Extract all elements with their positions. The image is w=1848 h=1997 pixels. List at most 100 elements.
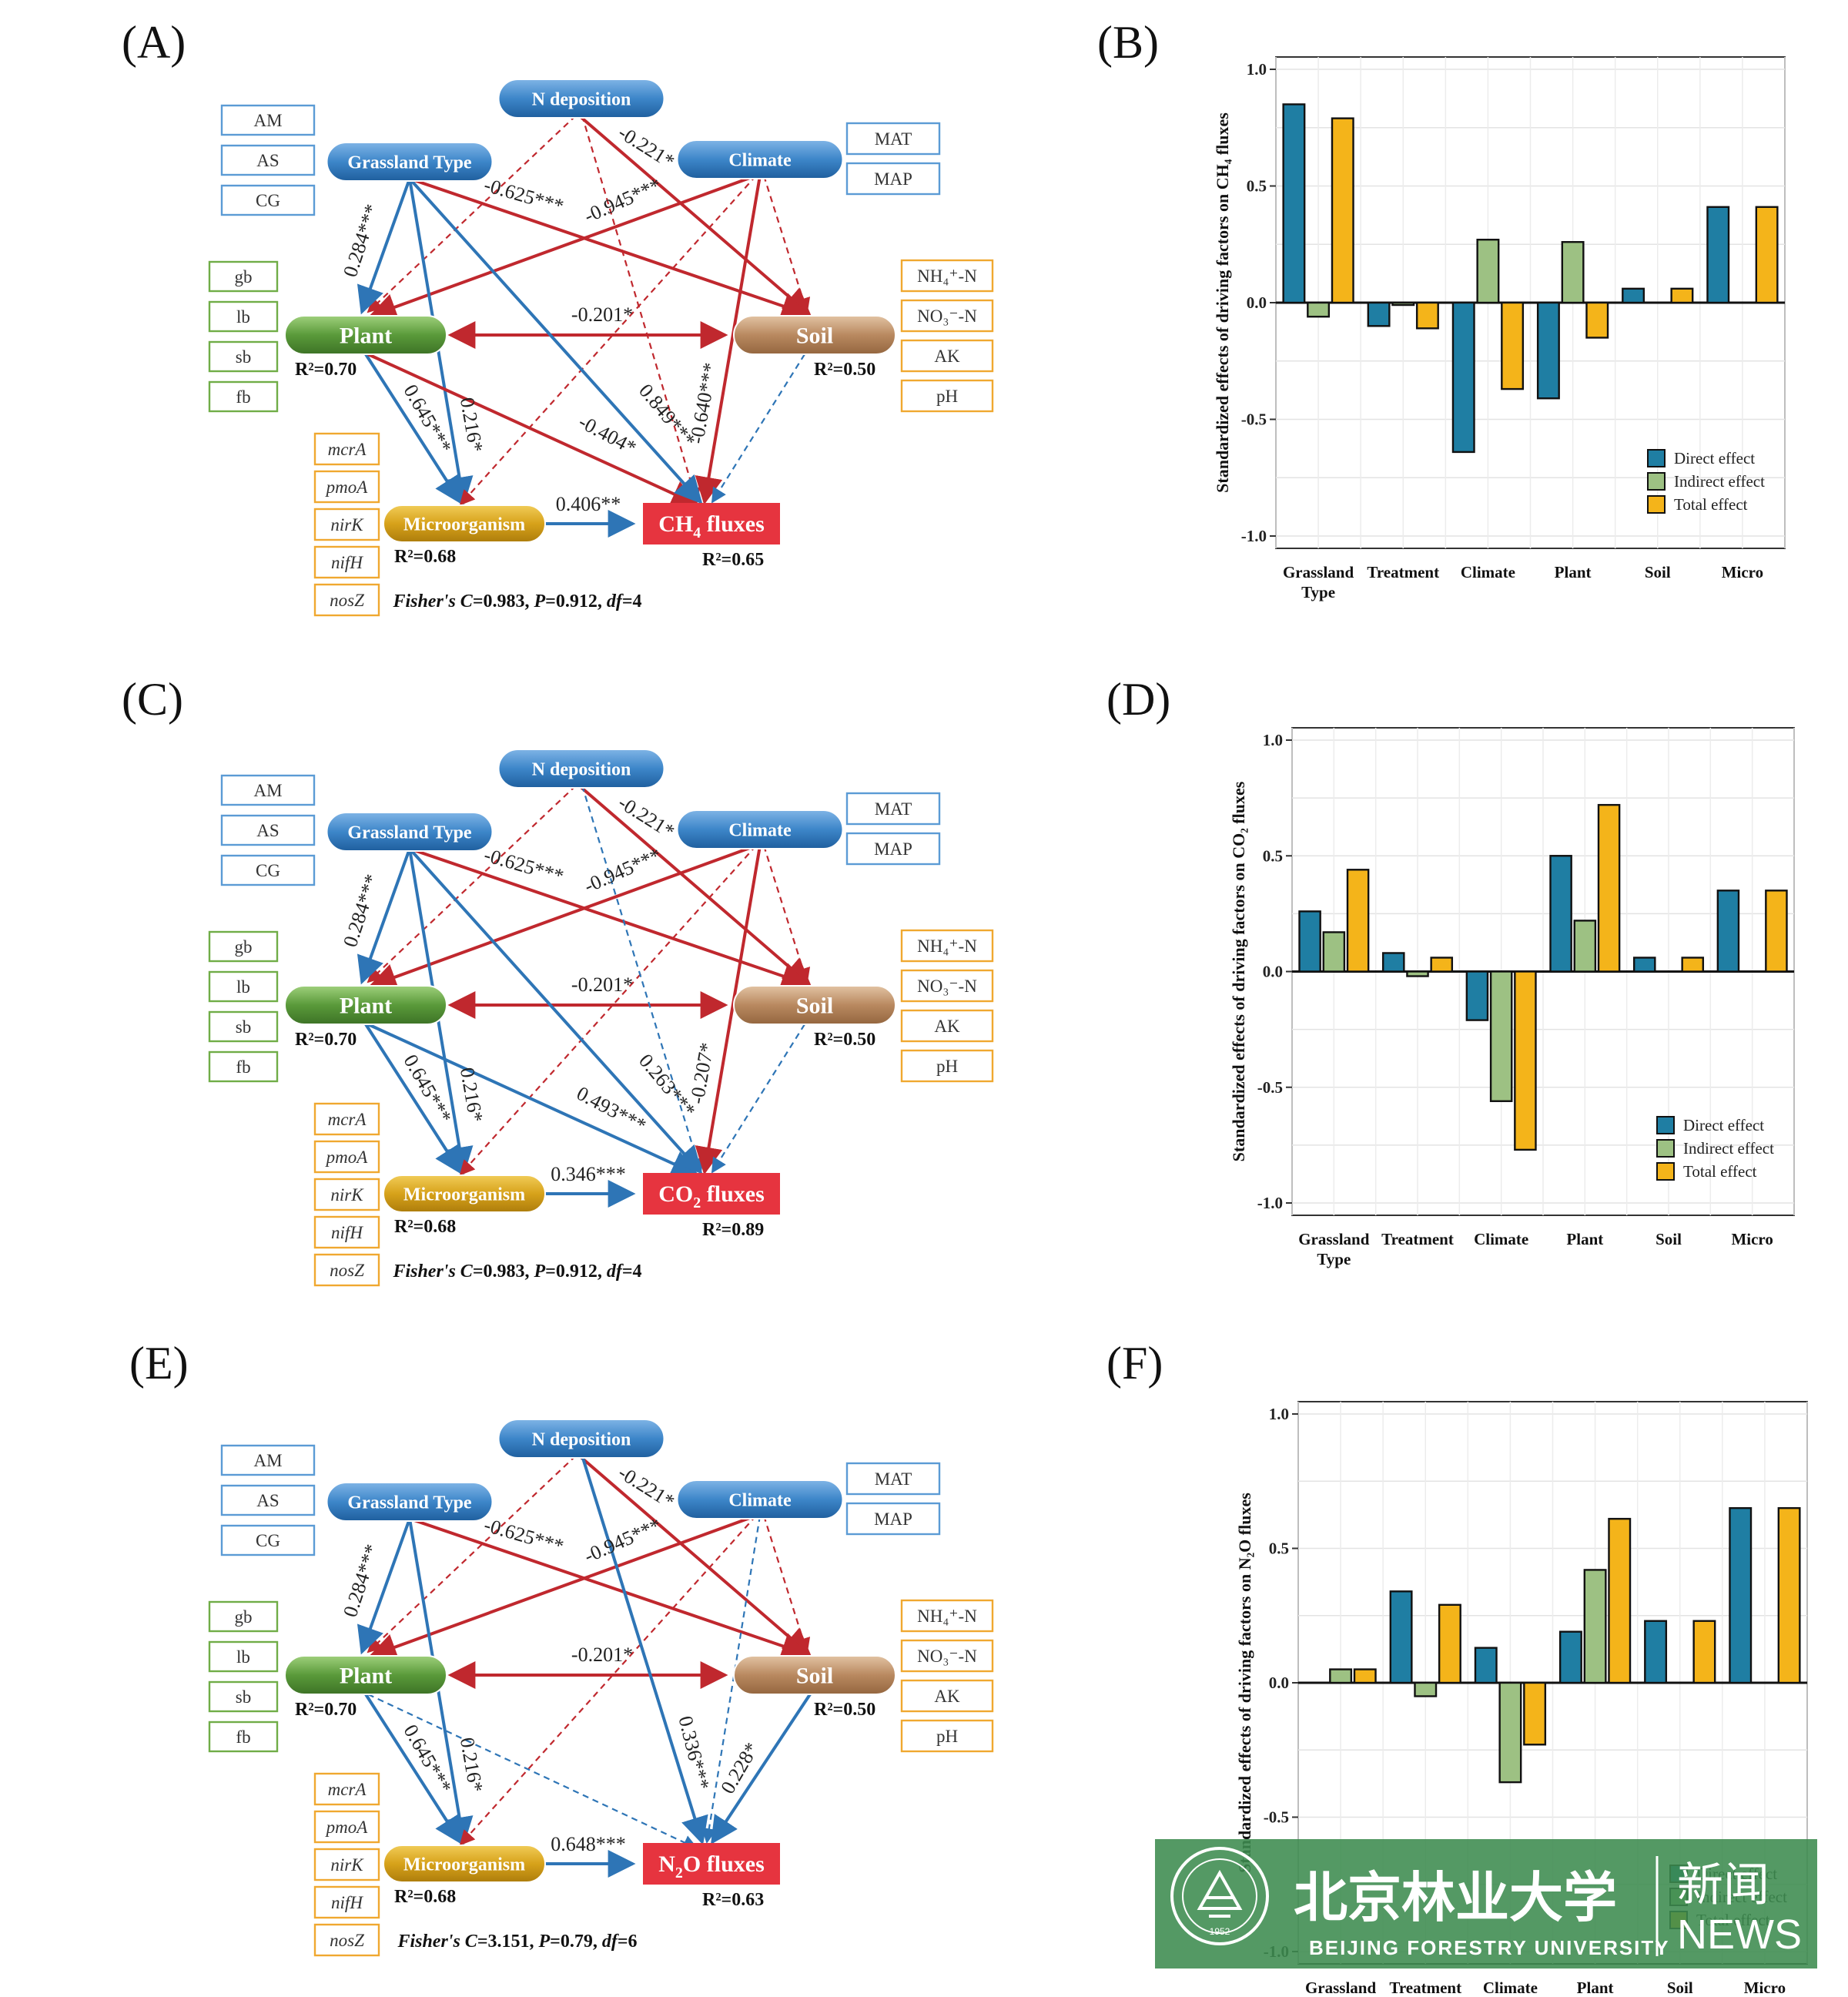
path-ndep-soil: [578, 114, 812, 317]
x-tick-label: Soil: [1645, 563, 1671, 581]
path-gt-plant: [357, 1518, 411, 1655]
coef-gt-micro: 0.216*: [456, 1736, 487, 1794]
node-ndep: [497, 1419, 665, 1459]
node-grassland: [326, 1482, 494, 1522]
x-tick-label: Micro: [1744, 1979, 1786, 1997]
bar-total-effect: [1765, 890, 1788, 973]
box-soil-label: pH: [936, 1727, 958, 1746]
coef-soil-flux: -0.207*: [685, 1041, 718, 1106]
box-climate: [845, 1502, 941, 1536]
node-flux-label: CH4 fluxes: [658, 511, 765, 541]
node-grassland: [326, 812, 494, 852]
r2-micro: R²=0.68: [394, 1217, 456, 1237]
bar-direct-effect: [1451, 301, 1475, 454]
box-grassland-label: AM: [253, 1451, 282, 1470]
x-tick-label: Treatment: [1367, 563, 1439, 581]
path-ndep-flux: [581, 785, 705, 1174]
x-tick-label: Micro: [1722, 563, 1763, 581]
node-climate: [676, 1479, 844, 1520]
box-plant: [208, 260, 279, 293]
coef-plant-soil: -0.201*: [571, 1644, 633, 1666]
bar-direct-effect: [1729, 1506, 1753, 1684]
sem-panel-2: -0.221*-0.625***-0.945***0.284***-0.201*…: [208, 749, 994, 1287]
coef-micro-flux: 0.406**: [556, 493, 621, 515]
node-climate: [676, 139, 844, 179]
box-plant: [208, 1050, 279, 1083]
x-tick-label: Grassland: [1283, 563, 1354, 581]
x-tick-label: Type: [1301, 583, 1335, 601]
sem-panel-1: -0.221*-0.625***-0.945***0.284***-0.201*…: [208, 79, 994, 617]
r2-flux: R²=0.65: [702, 550, 764, 570]
box-soil-label: NO₃⁻-N: [917, 977, 977, 996]
path-gt-plant: [357, 848, 411, 985]
box-climate-label: MAT: [875, 129, 912, 149]
bar-direct-effect: [1622, 287, 1645, 304]
coef-gt-micro: 0.216*: [456, 1066, 487, 1124]
path-climate-flux: [695, 845, 762, 1175]
node-climate: [676, 809, 844, 849]
legend-swatch: [1656, 1162, 1675, 1181]
watermark: 1952北京林业大学新闻NEWSBEIJING FORESTRY UNIVERS…: [1155, 1839, 1817, 1969]
box-micro: [313, 545, 380, 579]
box-plant-label: sb: [236, 1687, 251, 1707]
bar-total-effect: [1331, 117, 1354, 304]
news-tag-en: NEWS: [1677, 1912, 1802, 1958]
box-climate: [845, 162, 941, 196]
box-micro: [313, 1810, 380, 1844]
box-plant-label: lb: [236, 977, 250, 997]
legend-label: Direct effect: [1674, 449, 1755, 467]
coef-ndep-climate: -0.221*: [614, 791, 678, 843]
x-tick-label: Plant: [1555, 563, 1592, 581]
bar-total-effect: [1523, 1681, 1547, 1746]
path-ndep-soil: [578, 784, 812, 987]
x-tick-label: Climate: [1474, 1230, 1528, 1248]
box-micro: [313, 1253, 380, 1287]
box-soil-label: NH₄⁺-N: [917, 937, 977, 956]
box-soil: [900, 1009, 994, 1043]
x-tick-label: Type: [1317, 1250, 1351, 1268]
box-micro: [313, 1772, 380, 1806]
box-plant: [208, 970, 279, 1003]
node-grassland: [326, 142, 494, 182]
bar-indirect-effect: [1583, 1569, 1607, 1684]
box-micro: [313, 1923, 380, 1957]
coef-plant-soil: -0.201*: [571, 973, 633, 996]
x-tick-label: Climate: [1483, 1979, 1538, 1997]
node-plant-label: Plant: [340, 993, 392, 1019]
bar-direct-effect: [1381, 952, 1405, 973]
node-micro: [383, 1174, 546, 1213]
box-grassland: [220, 184, 316, 216]
legend-label: Total effect: [1674, 495, 1748, 514]
path-soil-flux: [711, 353, 805, 504]
legend-swatch: [1656, 1116, 1675, 1134]
node-ndep: [497, 749, 665, 789]
legend-swatch: [1656, 1139, 1675, 1158]
path-ndep-soil: [578, 1454, 812, 1657]
bar-direct-effect: [1716, 890, 1740, 973]
node-grassland-label: Grassland Type: [347, 1493, 472, 1513]
node-ndep-label: N deposition: [532, 759, 631, 779]
y-axis-label: Standardized effects of driving factors …: [1229, 781, 1248, 1161]
university-name-en: BEIJING FORESTRY UNIVERSITY: [1309, 1936, 1670, 1959]
box-grassland: [220, 774, 316, 806]
bar-total-effect: [1501, 301, 1525, 390]
node-plant: [284, 985, 447, 1025]
y-tick-label: 0.0: [1247, 293, 1267, 312]
x-tick-label: Soil: [1656, 1230, 1682, 1248]
coef-climate-plant: -0.945***: [581, 1513, 665, 1567]
panel-label: (B): [1097, 17, 1159, 68]
box-soil: [900, 339, 994, 373]
bar-indirect-effect: [1561, 241, 1585, 304]
node-plant: [284, 1655, 447, 1695]
node-micro: [383, 1845, 546, 1883]
box-soil-label: NH₄⁺-N: [917, 1607, 977, 1626]
box-grassland-label: AS: [256, 821, 279, 840]
node-flux-label: CO2 fluxes: [658, 1181, 765, 1211]
bar-total-effect: [1514, 970, 1537, 1151]
box-plant-label: gb: [235, 937, 253, 957]
node-micro-label: Microorganism: [403, 1184, 525, 1205]
box-soil: [900, 1679, 994, 1713]
coef-climate-plant: -0.945***: [581, 843, 665, 897]
coef-gt-soil: -0.625***: [481, 843, 566, 887]
